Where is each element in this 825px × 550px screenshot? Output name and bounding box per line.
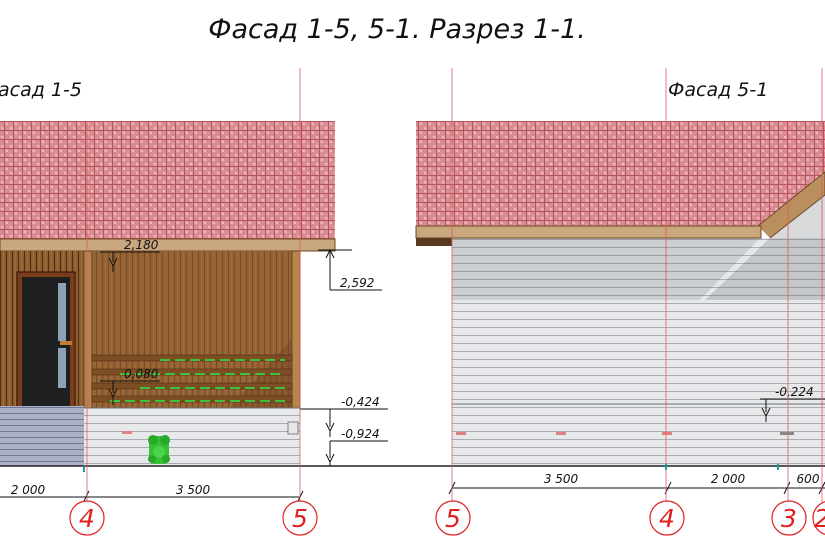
axis-bubble-right-3: 3 <box>771 500 807 536</box>
gable-shadow <box>705 195 825 300</box>
porch-steps <box>0 406 84 466</box>
level-porch: -0,424 <box>341 395 380 409</box>
dim-right-3500: 3 500 <box>544 472 579 486</box>
level-marks-right <box>760 398 825 422</box>
door-handle <box>60 341 72 345</box>
porch-opening <box>90 251 300 408</box>
shrub-icon <box>148 435 170 464</box>
level-floor-right: -0,224 <box>775 385 814 399</box>
roof-right <box>416 121 825 226</box>
axis-bubble-left-5: 5 <box>282 500 318 536</box>
vent-right-1 <box>456 432 466 435</box>
plinth-left <box>84 408 300 466</box>
dim-right-600: 600 <box>797 472 820 486</box>
vent-left-1 <box>122 431 132 434</box>
roof-fascia-right <box>415 225 762 239</box>
dim-left-3500: 3 500 <box>176 483 211 497</box>
level-roof: 2,592 <box>340 276 374 290</box>
level-ground: -0,924 <box>341 427 380 441</box>
dim-left-2000: 2 000 <box>11 483 46 497</box>
axis-bubble-left-4: 4 <box>69 500 105 536</box>
facade-left <box>0 121 410 467</box>
svg-text:4: 4 <box>79 504 95 533</box>
roof-fascia-left <box>0 238 336 252</box>
facade-right-label: Фасад 5-1 <box>668 79 768 101</box>
facade-right <box>410 121 825 467</box>
wall-shadow <box>452 238 760 300</box>
svg-text:4: 4 <box>659 504 675 533</box>
vent-left-2 <box>287 421 299 435</box>
svg-text:2: 2 <box>814 504 825 533</box>
siding-wall <box>452 238 825 466</box>
dimension-line-right <box>448 481 825 495</box>
porch-post-right <box>291 250 301 409</box>
roof-gable-edge <box>757 171 825 239</box>
axis-lines <box>86 68 823 503</box>
dimension-line-left <box>0 490 304 504</box>
door-glass-lower <box>58 348 66 388</box>
dim-right-2000: 2 000 <box>711 472 746 486</box>
axis-bubble-right-4: 4 <box>649 500 685 536</box>
roof-left <box>0 121 335 239</box>
axis-ticks <box>83 464 779 472</box>
vent-right-2 <box>556 432 566 435</box>
door-glass-upper <box>58 283 66 341</box>
sheet-title: Фасад 1-5, 5-1. Разрез 1-1. <box>208 14 586 45</box>
level-eave: 2,180 <box>124 238 159 252</box>
level-railing: 0,080 <box>124 367 159 381</box>
level-marks-left <box>100 248 388 466</box>
svg-text:5: 5 <box>292 504 308 533</box>
svg-text:3: 3 <box>781 504 797 533</box>
roof-soffit-right <box>416 238 452 246</box>
vent-right-3 <box>662 432 672 435</box>
axis-bubble-right-5: 5 <box>435 500 471 536</box>
facade-left-label: асад 1-5 <box>0 79 82 101</box>
svg-text:5: 5 <box>445 504 461 533</box>
porch-railing <box>91 354 293 403</box>
vent-right-4 <box>780 432 794 435</box>
axis-bubble-right-2: 2 <box>812 501 825 535</box>
porch-post-left <box>83 250 93 409</box>
